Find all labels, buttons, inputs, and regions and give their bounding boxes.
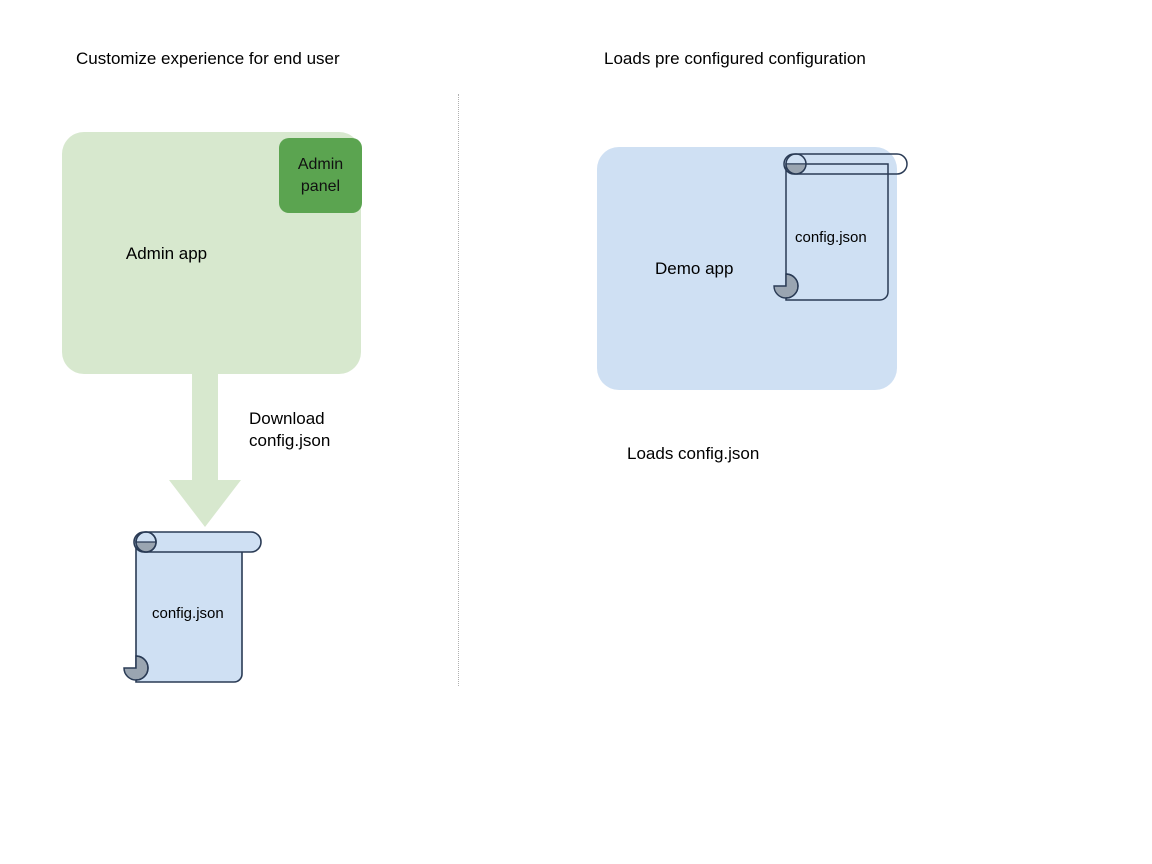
demo-app-box[interactable]: Demo app	[597, 147, 897, 390]
download-arrow-label-line2: config.json	[249, 431, 331, 450]
config-json-scroll-left[interactable]	[118, 528, 268, 692]
demo-app-label: Demo app	[655, 259, 734, 278]
config-json-scroll-right[interactable]	[768, 150, 914, 310]
config-json-scroll-right-label: config.json	[795, 229, 867, 246]
left-section-title: Customize experience for end user	[76, 49, 340, 68]
admin-panel-badge[interactable]: Admin panel	[279, 138, 362, 213]
config-json-scroll-left-label: config.json	[152, 605, 224, 622]
section-divider	[458, 94, 460, 686]
right-section-title: Loads pre configured configuration	[604, 49, 866, 68]
admin-panel-badge-line1: Admin	[297, 155, 344, 173]
download-arrow-icon	[169, 372, 241, 527]
admin-panel-badge-line2: panel	[300, 177, 341, 195]
download-arrow-label-line1: Download	[249, 409, 325, 428]
download-arrow-label: Download config.json	[249, 408, 330, 452]
loads-config-caption: Loads config.json	[627, 444, 760, 463]
admin-app-label: Admin app	[125, 244, 208, 263]
